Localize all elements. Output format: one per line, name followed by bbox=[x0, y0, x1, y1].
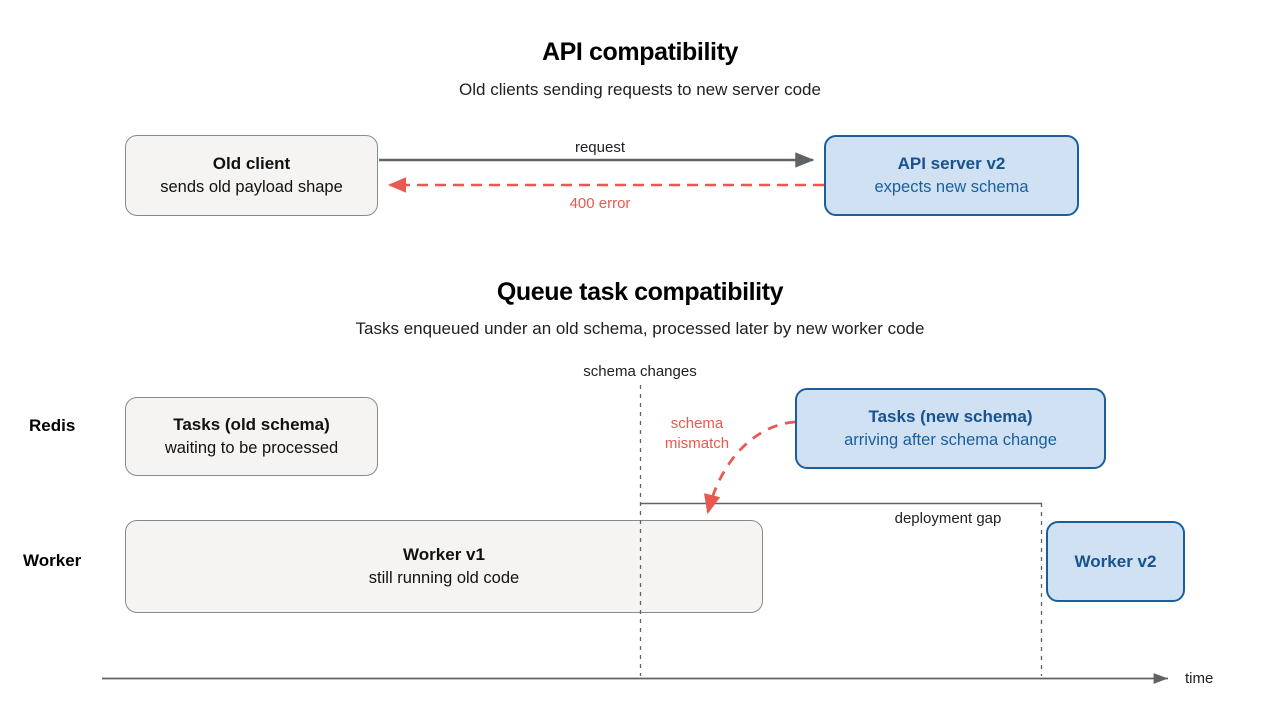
node-tasks-old-schema[interactable]: Tasks (old schema) waiting to be process… bbox=[125, 397, 378, 476]
row-label-redis: Redis bbox=[29, 416, 76, 435]
row-label-worker: Worker bbox=[23, 551, 82, 570]
node-tasks-old-schema-title: Tasks (old schema) bbox=[173, 415, 330, 435]
queue-section-subtitle: Tasks enqueued under an old schema, proc… bbox=[355, 319, 925, 338]
marker-label-deployment-gap: deployment gap bbox=[894, 510, 1002, 527]
node-worker-v1-title: Worker v1 bbox=[403, 545, 485, 565]
node-api-server-v2[interactable]: API server v2 expects new schema bbox=[824, 135, 1079, 216]
node-tasks-new-schema-subtitle: arriving after schema change bbox=[844, 430, 1057, 449]
node-tasks-new-schema[interactable]: Tasks (new schema) arriving after schema… bbox=[795, 388, 1106, 469]
node-worker-v1[interactable]: Worker v1 still running old code bbox=[125, 520, 763, 613]
node-old-client-subtitle: sends old payload shape bbox=[160, 177, 343, 196]
node-api-server-v2-title: API server v2 bbox=[897, 154, 1006, 174]
api-section-title: API compatibility bbox=[541, 38, 738, 66]
queue-section-title: Queue task compatibility bbox=[496, 278, 784, 306]
node-worker-v2[interactable]: Worker v2 bbox=[1046, 521, 1185, 602]
axis-label-time: time bbox=[1185, 670, 1214, 687]
node-old-client-title: Old client bbox=[212, 154, 291, 174]
api-section-subtitle: Old clients sending requests to new serv… bbox=[459, 80, 821, 99]
node-worker-v1-subtitle: still running old code bbox=[368, 568, 520, 587]
node-old-client[interactable]: Old client sends old payload shape bbox=[125, 135, 378, 216]
marker-label-schema-mismatch: schema mismatch bbox=[645, 414, 749, 454]
node-worker-v2-title: Worker v2 bbox=[1074, 551, 1157, 571]
node-tasks-old-schema-subtitle: waiting to be processed bbox=[164, 438, 339, 457]
edge-label-400-error: 400 error bbox=[569, 195, 631, 212]
edge-label-request: request bbox=[574, 139, 626, 156]
node-api-server-v2-subtitle: expects new schema bbox=[874, 177, 1029, 196]
node-tasks-new-schema-title: Tasks (new schema) bbox=[868, 407, 1033, 427]
schema-mismatch-line-2: mismatch bbox=[664, 434, 730, 452]
marker-label-schema-changes: schema changes bbox=[583, 363, 697, 380]
schema-mismatch-line-1: schema bbox=[670, 415, 724, 432]
